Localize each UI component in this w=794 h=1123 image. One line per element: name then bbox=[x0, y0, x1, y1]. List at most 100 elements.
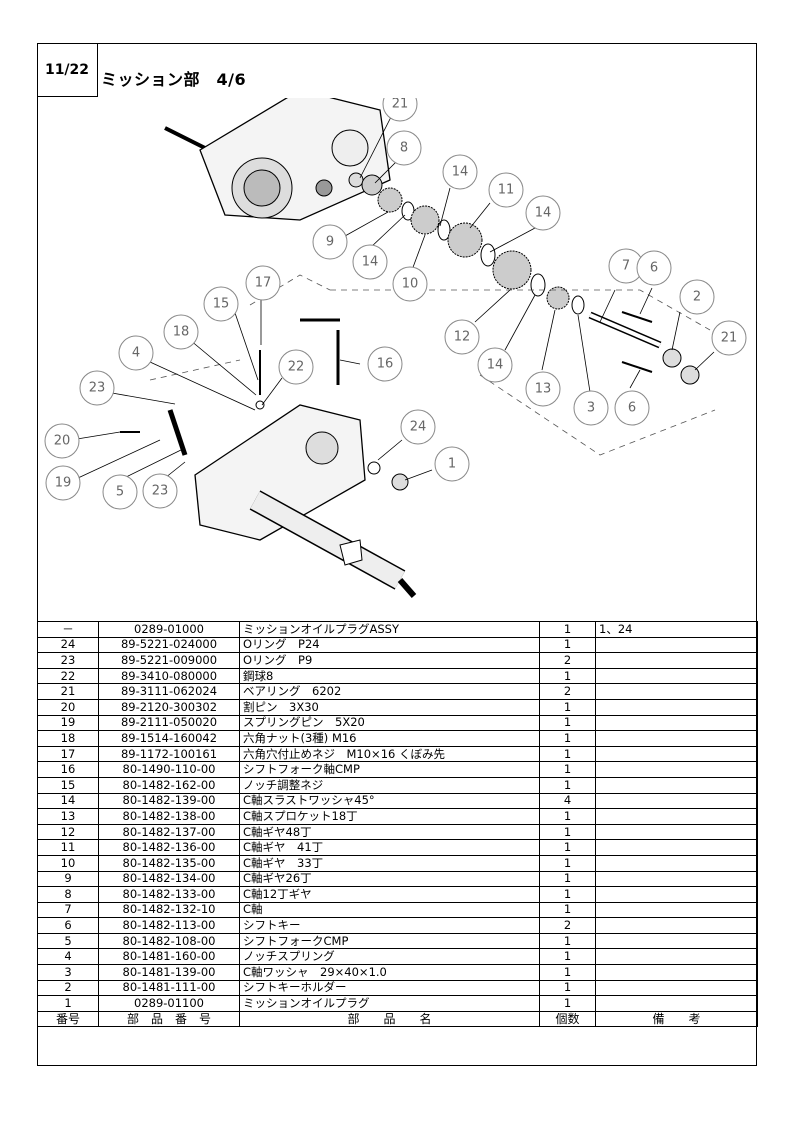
cell-remarks bbox=[595, 730, 758, 747]
cell-remarks bbox=[595, 964, 758, 981]
cell-qty: 1 bbox=[539, 698, 596, 716]
callout-bubble: 4 bbox=[118, 335, 154, 371]
cell-qty: 1 bbox=[539, 839, 596, 856]
cell-no: 5 bbox=[37, 932, 99, 950]
cell-part-no: 80-1482-113-00 bbox=[98, 917, 240, 934]
cell-remarks: 1、24 bbox=[595, 621, 758, 638]
cell-remarks bbox=[595, 932, 758, 950]
cell-qty: 1 bbox=[539, 901, 596, 919]
cell-remarks bbox=[595, 745, 758, 763]
callout-number: 21 bbox=[721, 331, 738, 346]
cell-part-no: 80-1482-134-00 bbox=[98, 870, 240, 888]
header-name: 部 品 名 bbox=[239, 1010, 540, 1028]
page-frame bbox=[37, 43, 757, 1066]
cell-qty: 1 bbox=[539, 870, 596, 888]
cell-remarks bbox=[595, 870, 758, 888]
cell-name: シフトフォーク軸CMP bbox=[239, 761, 540, 778]
cell-remarks bbox=[595, 636, 758, 654]
page-number-label: 11/22 bbox=[37, 43, 98, 97]
cell-no: 22 bbox=[37, 667, 99, 685]
cell-qty: 1 bbox=[539, 823, 596, 841]
cell-qty: 1 bbox=[539, 964, 596, 981]
cell-qty: 4 bbox=[539, 792, 596, 810]
cell-no: 14 bbox=[37, 792, 99, 810]
cell-name: シフトキー bbox=[239, 917, 540, 934]
lower-transmission-case bbox=[120, 318, 417, 598]
cell-part-no: 80-1482-139-00 bbox=[98, 792, 240, 810]
callout-number: 6 bbox=[650, 261, 658, 276]
cell-remarks bbox=[595, 979, 758, 997]
cell-remarks bbox=[595, 886, 758, 903]
cell-part-no: 89-5221-009000 bbox=[98, 652, 240, 669]
cell-name: 六角ナット(3種) M16 bbox=[239, 730, 540, 747]
cell-part-no: 89-5221-024000 bbox=[98, 636, 240, 654]
callout-number: 8 bbox=[400, 141, 408, 156]
dashed-assembly-guides bbox=[149, 274, 716, 456]
callout-bubble: 16 bbox=[367, 346, 403, 382]
cell-name: ノッチスプリング bbox=[239, 948, 540, 966]
callout-number: 22 bbox=[288, 360, 305, 375]
callout-number: 12 bbox=[454, 330, 471, 345]
cell-part-no: 0289-01000 bbox=[98, 621, 240, 638]
callout-number: 13 bbox=[535, 382, 552, 397]
cell-no: 24 bbox=[37, 636, 99, 654]
cell-part-no: 80-1482-135-00 bbox=[98, 854, 240, 872]
callout-bubble: 1 bbox=[434, 446, 470, 482]
cell-qty: 2 bbox=[539, 683, 596, 700]
cell-part-no: 80-1482-162-00 bbox=[98, 776, 240, 794]
callout-number: 10 bbox=[402, 277, 419, 292]
callout-number: 11 bbox=[498, 183, 515, 198]
callout-number: 1 bbox=[448, 457, 456, 472]
cell-name: 六角穴付止めネジ M10×16 くぼみ先 bbox=[239, 745, 540, 763]
cell-remarks bbox=[595, 948, 758, 966]
cell-remarks bbox=[595, 917, 758, 934]
cell-qty: 1 bbox=[539, 776, 596, 794]
callout-bubble: 14 bbox=[525, 195, 561, 231]
cell-part-no: 89-3410-080000 bbox=[98, 667, 240, 685]
cell-no: 12 bbox=[37, 823, 99, 841]
table-header-row: 番号部 品 番 号部 品 名個数備 考 bbox=[37, 1010, 758, 1028]
cell-part-no: 80-1481-139-00 bbox=[98, 964, 240, 981]
cell-name: C軸 bbox=[239, 901, 540, 919]
cell-remarks bbox=[595, 854, 758, 872]
cell-remarks bbox=[595, 901, 758, 919]
cell-part-no: 80-1490-110-00 bbox=[98, 761, 240, 778]
callout-bubble: 11 bbox=[488, 172, 524, 208]
cell-name: C軸ギヤ48丁 bbox=[239, 823, 540, 841]
cell-part-no: 80-1482-132-10 bbox=[98, 901, 240, 919]
callout-bubble: 14 bbox=[442, 154, 478, 190]
cell-part-no: 89-2120-300302 bbox=[98, 698, 240, 716]
cell-remarks bbox=[595, 714, 758, 732]
callout-bubble: 14 bbox=[352, 244, 388, 280]
cell-qty: 2 bbox=[539, 652, 596, 669]
callout-number: 5 bbox=[116, 485, 124, 500]
callout-number: 18 bbox=[173, 325, 190, 340]
cell-qty: 1 bbox=[539, 932, 596, 950]
cell-name: 鋼球8 bbox=[239, 667, 540, 685]
callout-number: 3 bbox=[587, 401, 595, 416]
callout-number: 7 bbox=[622, 259, 630, 274]
cell-no: 17 bbox=[37, 745, 99, 763]
cell-no: 6 bbox=[37, 917, 99, 934]
callout-number: 19 bbox=[55, 476, 72, 491]
cell-part-no: 80-1481-111-00 bbox=[98, 979, 240, 997]
callout-bubble: 24 bbox=[400, 409, 436, 445]
callout-number: 21 bbox=[392, 98, 409, 112]
cell-name: C軸12丁ギヤ bbox=[239, 886, 540, 903]
callout-bubble: 12 bbox=[444, 319, 480, 355]
header-no: 番号 bbox=[37, 1010, 99, 1028]
cell-name: スプリングピン 5X20 bbox=[239, 714, 540, 732]
cell-qty: 1 bbox=[539, 714, 596, 732]
